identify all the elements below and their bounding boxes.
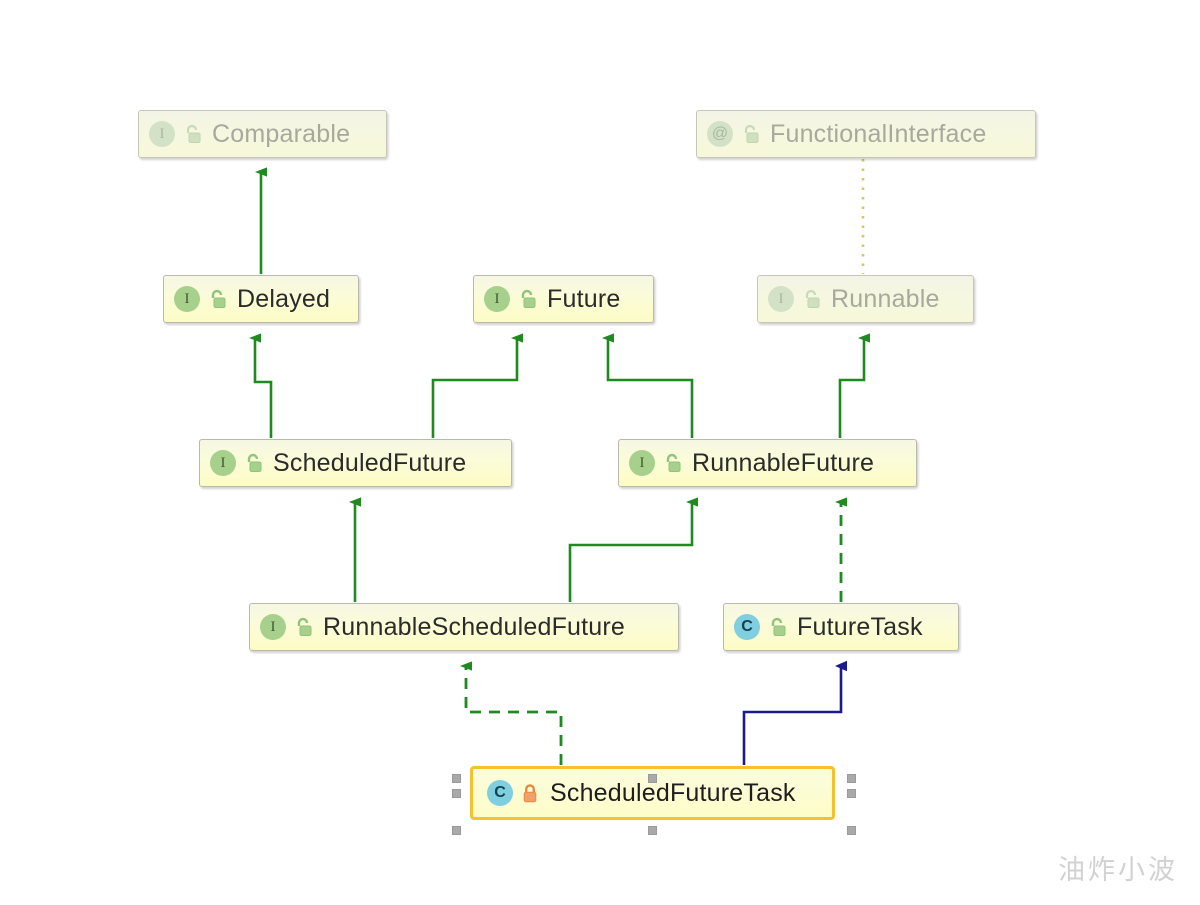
node-runnablefuture[interactable]: I RunnableFuture (618, 439, 917, 487)
node-label: RunnableScheduledFuture (323, 612, 626, 641)
selection-handle-bottom-right[interactable] (847, 826, 856, 835)
unlocked-padlock-icon (517, 288, 537, 310)
edge-runnablefuture-future (602, 333, 694, 438)
interface-icon: I (260, 614, 286, 640)
class-icon: C (487, 780, 513, 806)
edge-scheduledfuture-future (431, 333, 523, 438)
node-future[interactable]: I Future (473, 275, 654, 323)
interface-icon: I (629, 450, 655, 476)
interface-icon: I (149, 121, 175, 147)
unlocked-padlock-icon (740, 123, 760, 145)
class-icon: C (734, 614, 760, 640)
unlocked-padlock-icon (243, 452, 263, 474)
interface-icon: I (174, 286, 200, 312)
unlocked-padlock-icon (662, 452, 682, 474)
edge-scheduledfuturetask-runnablescheduledfuture (460, 661, 563, 765)
selection-handle-top-center[interactable] (648, 774, 657, 783)
node-label: Runnable (831, 284, 940, 313)
node-label: FutureTask (797, 612, 923, 641)
interface-icon: I (210, 450, 236, 476)
unlocked-padlock-icon (801, 288, 821, 310)
node-runnablescheduledfuture[interactable]: I RunnableScheduledFuture (249, 603, 679, 651)
selection-handle-middle-right[interactable] (847, 789, 856, 798)
interface-icon: I (484, 286, 510, 312)
unlocked-padlock-icon (182, 123, 202, 145)
node-label: ScheduledFutureTask (550, 778, 796, 807)
selection-handle-middle-left[interactable] (452, 789, 461, 798)
edge-runnablescheduledfuture-runnablefuture (568, 497, 698, 602)
node-comparable[interactable]: I Comparable (138, 110, 387, 158)
unlocked-padlock-icon (207, 288, 227, 310)
edge-scheduledfuturetask-futuretask (742, 660, 847, 765)
unlocked-padlock-icon (293, 616, 313, 638)
selection-handle-bottom-center[interactable] (648, 826, 657, 835)
node-label: ScheduledFuture (273, 448, 467, 477)
node-futuretask[interactable]: C FutureTask (723, 603, 959, 651)
selection-handle-top-left[interactable] (452, 774, 461, 783)
interface-icon: I (768, 286, 794, 312)
node-functionalinterface[interactable]: @ FunctionalInterface (696, 110, 1036, 158)
node-label: Comparable (212, 119, 351, 148)
watermark-text: 油炸小波 (1058, 855, 1178, 886)
node-scheduledfuture[interactable]: I ScheduledFuture (199, 439, 512, 487)
selection-handle-bottom-left[interactable] (452, 826, 461, 835)
node-scheduledfuturetask[interactable]: C ScheduledFutureTask (470, 766, 835, 820)
locked-padlock-icon (520, 782, 540, 804)
node-delayed[interactable]: I Delayed (163, 275, 359, 323)
node-runnable[interactable]: I Runnable (757, 275, 974, 323)
edge-scheduledfuture-delayed (249, 333, 273, 438)
unlocked-padlock-icon (767, 616, 787, 638)
node-label: Delayed (237, 284, 331, 313)
node-label: Future (547, 284, 621, 313)
node-label: RunnableFuture (692, 448, 875, 477)
node-label: FunctionalInterface (770, 119, 987, 148)
annotation-icon: @ (707, 121, 733, 147)
selection-handle-top-right[interactable] (847, 774, 856, 783)
edge-runnablefuture-runnable (838, 333, 870, 438)
